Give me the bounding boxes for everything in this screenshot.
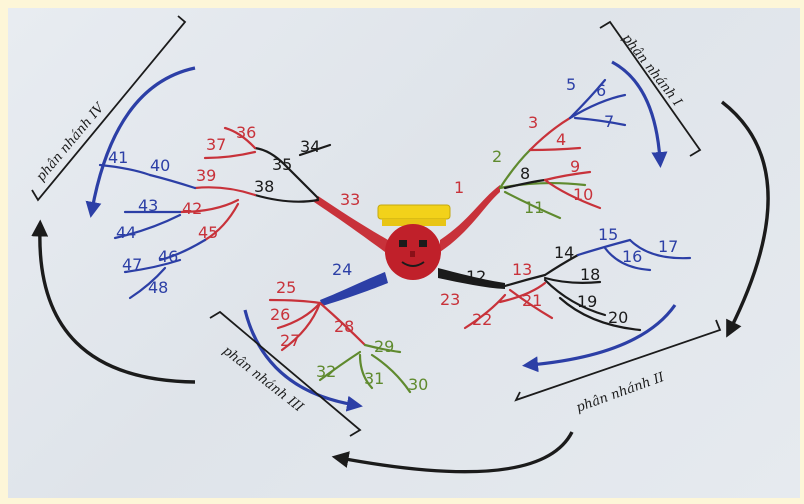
node-10: 10 xyxy=(573,185,593,204)
node-47: 47 xyxy=(122,255,142,274)
node-11: 11 xyxy=(524,198,544,217)
node-24: 24 xyxy=(332,260,352,279)
node-37: 37 xyxy=(206,135,226,154)
trunk-branch-2 xyxy=(438,268,505,289)
node-4: 4 xyxy=(556,130,566,149)
node-32: 32 xyxy=(316,362,336,381)
node-33: 33 xyxy=(340,190,360,209)
node-36: 36 xyxy=(236,123,256,142)
node-46: 46 xyxy=(158,247,178,266)
node-27: 27 xyxy=(280,331,300,350)
node-29: 29 xyxy=(374,337,394,356)
node-39: 39 xyxy=(196,166,216,185)
node-45: 45 xyxy=(198,223,218,242)
node-34: 34 xyxy=(300,137,320,156)
node-15: 15 xyxy=(598,225,618,244)
label-branch-1: phân nhánh I xyxy=(619,31,685,110)
node-14: 14 xyxy=(554,243,574,262)
node-22: 22 xyxy=(472,310,492,329)
node-41: 41 xyxy=(108,148,128,167)
node-3: 3 xyxy=(528,113,538,132)
node-9: 9 xyxy=(570,157,580,176)
blue-direction-arrows xyxy=(85,60,677,412)
node-35: 35 xyxy=(272,155,292,174)
branch-4-lines xyxy=(98,126,332,300)
node-30: 30 xyxy=(408,375,428,394)
node-6: 6 xyxy=(596,81,606,100)
node-17: 17 xyxy=(658,237,678,256)
node-8: 8 xyxy=(520,164,530,183)
label-brackets xyxy=(31,15,722,437)
node-5: 5 xyxy=(566,75,576,94)
central-image xyxy=(377,204,451,280)
trunk-branch-1 xyxy=(440,185,500,252)
node-7: 7 xyxy=(604,112,614,131)
node-18: 18 xyxy=(580,265,600,284)
black-cycle-arrows xyxy=(31,100,770,474)
branch-2-lines xyxy=(463,238,692,332)
node-12: 12 xyxy=(466,267,486,286)
branch-1-lines xyxy=(498,78,627,220)
trunk-branch-3 xyxy=(320,272,388,306)
node-31: 31 xyxy=(364,369,384,388)
node-38: 38 xyxy=(254,177,274,196)
node-16: 16 xyxy=(622,247,642,266)
label-branch-4: phân nhánh IV xyxy=(34,100,109,185)
node-19: 19 xyxy=(577,292,597,311)
node-43: 43 xyxy=(138,196,158,215)
node-23: 23 xyxy=(440,290,460,309)
node-2: 2 xyxy=(492,147,502,166)
label-branch-2: phân nhánh II xyxy=(574,370,667,416)
node-44: 44 xyxy=(116,223,136,242)
node-25: 25 xyxy=(276,278,296,297)
node-40: 40 xyxy=(150,156,170,175)
trunk-branch-4 xyxy=(314,196,388,252)
node-42: 42 xyxy=(182,199,202,218)
node-1: 1 xyxy=(454,178,464,197)
node-21: 21 xyxy=(522,291,542,310)
node-48: 48 xyxy=(148,278,168,297)
node-26: 26 xyxy=(270,305,290,324)
branch-3-lines xyxy=(268,298,412,394)
node-13: 13 xyxy=(512,260,532,279)
node-28: 28 xyxy=(334,317,354,336)
node-20: 20 xyxy=(608,308,628,327)
